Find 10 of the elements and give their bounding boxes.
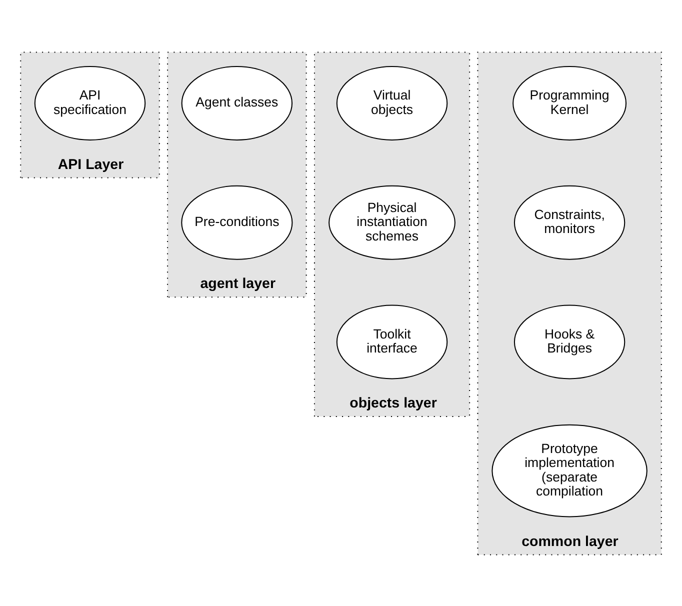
node-ellipse: Physical instantiation schemes (328, 184, 456, 260)
node-ellipse: Virtual objects (336, 66, 448, 140)
node-ellipse: Pre-conditions (181, 184, 293, 260)
node-ellipse: Constraints, monitors (514, 184, 626, 260)
node-ellipse: Agent classes (181, 66, 293, 140)
node-ellipse: Prototype implementation (separate compilation (492, 424, 648, 517)
node-ellipse: Programming Kernel (512, 66, 627, 140)
node-ellipse: Toolkit interface (336, 304, 448, 379)
node-ellipse: Hooks & Bridges (514, 304, 626, 379)
node-ellipse: API specification (34, 66, 146, 140)
